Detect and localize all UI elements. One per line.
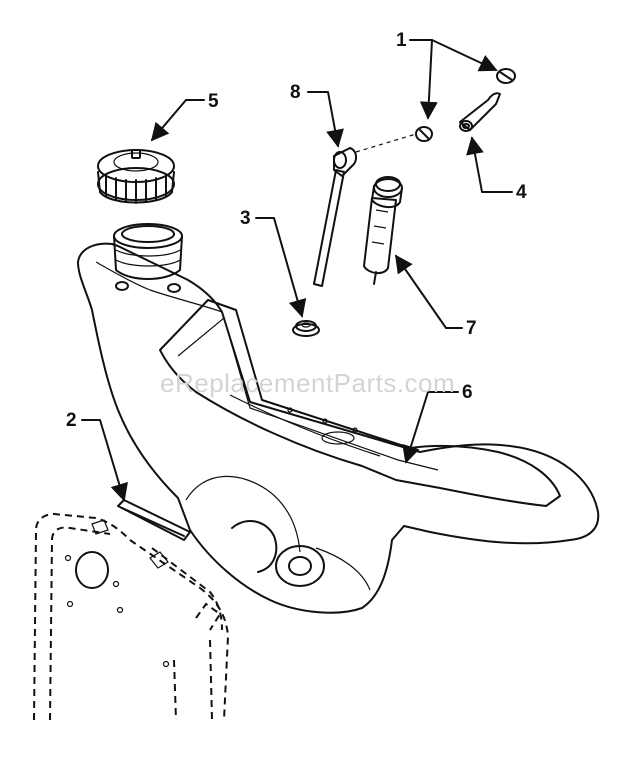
callout-5: 5	[208, 91, 219, 112]
watermark-text: eReplacementParts.com	[160, 368, 455, 398]
callout-7: 7	[466, 318, 477, 339]
frame-dashed	[33, 512, 230, 721]
part-8-pickup-tube	[313, 133, 417, 287]
callout-3: 3	[240, 208, 251, 229]
fuel-tank	[77, 223, 600, 614]
part-2-pad	[117, 499, 191, 541]
callout-2: 2	[66, 410, 77, 431]
callout-1: 1	[396, 30, 407, 51]
callout-8: 8	[290, 82, 301, 103]
part-4-hose	[459, 92, 501, 132]
callout-4: 4	[516, 182, 527, 203]
part-3-grommet	[292, 320, 320, 337]
leader-lines	[81, 39, 513, 502]
part-5-fuel-cap	[97, 149, 175, 204]
part-1-clamps	[415, 68, 516, 142]
callout-6: 6	[462, 382, 473, 403]
part-7-fuel-filter	[363, 176, 403, 285]
